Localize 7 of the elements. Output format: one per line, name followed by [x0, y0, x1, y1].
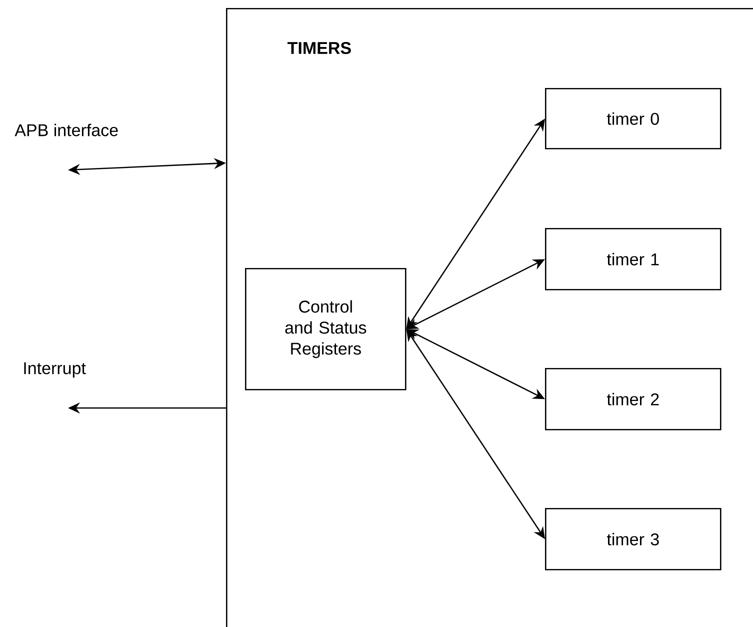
- register-box: Control and Status Registers: [245, 268, 406, 390]
- signal-label: Interrupt: [24, 362, 86, 378]
- timer-box: timer 0: [545, 88, 722, 150]
- timer-box: timer 3: [545, 508, 722, 570]
- timer-box: timer 2: [545, 368, 722, 430]
- timer-box: timer 1: [545, 228, 722, 290]
- signal-label: APB interface: [14, 124, 118, 136]
